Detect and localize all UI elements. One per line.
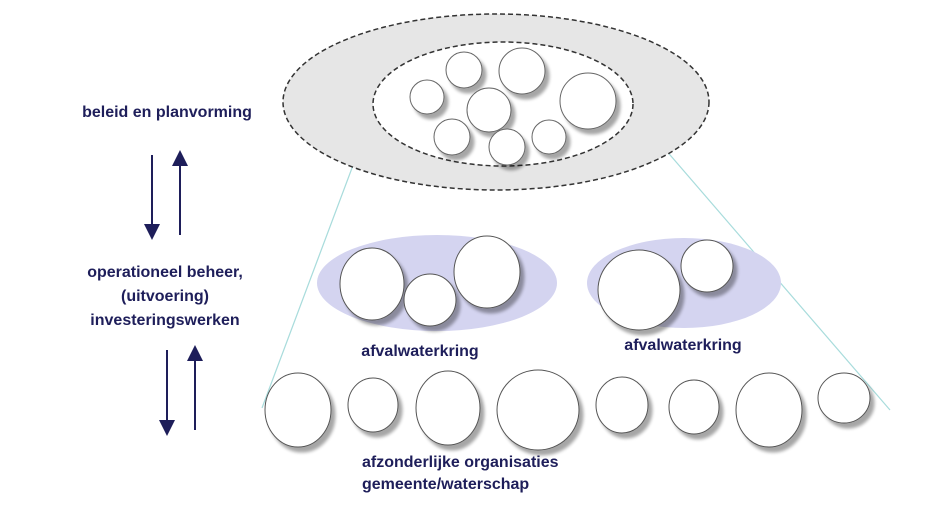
policy-circle	[531, 119, 567, 155]
organisation-circle	[264, 372, 332, 448]
policy-circle	[466, 87, 512, 133]
organisations-label-line2: gemeente/waterschap	[362, 476, 529, 493]
policy-circle	[488, 128, 526, 166]
organisation-circle	[347, 377, 399, 433]
cluster-label-right: afvalwaterkring	[624, 337, 741, 354]
organisation-circle	[415, 370, 481, 446]
cluster-circle	[453, 235, 521, 309]
organisation-circle	[668, 379, 720, 435]
policy-circle	[433, 118, 471, 156]
policy-circle	[498, 47, 546, 95]
policy-circle	[409, 79, 445, 115]
cluster-circle	[403, 273, 457, 327]
policy-circle	[445, 51, 483, 89]
cluster-label-left: afvalwaterkring	[361, 343, 478, 360]
cluster-circle	[680, 239, 734, 293]
operational-label-line2: (uitvoering)	[121, 288, 209, 305]
policy-label: beleid en planvorming	[82, 104, 252, 121]
operational-label-line1: operationeel beheer,	[87, 264, 243, 281]
organisations-label-line1: afzonderlijke organisaties	[362, 454, 559, 471]
organisation-circle	[817, 372, 871, 424]
organisation-circle	[595, 376, 649, 434]
policy-circle	[559, 72, 617, 130]
organisation-circle	[496, 369, 580, 451]
cluster-circle	[597, 249, 681, 331]
organisation-circle	[735, 372, 803, 448]
cluster-circle	[339, 247, 405, 321]
operational-label-line3: investeringswerken	[90, 312, 239, 329]
